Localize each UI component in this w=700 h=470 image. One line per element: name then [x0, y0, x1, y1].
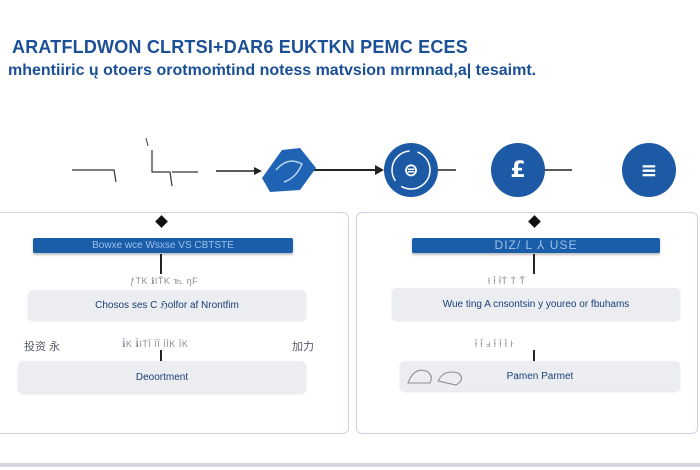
pound-icon: £: [510, 157, 526, 183]
pound-circle: [491, 143, 545, 197]
left-faint-label-top: ƒTK ℹIT̄K ℡ ŋF: [130, 276, 199, 286]
page-subtitle: mhentiiric ų otoers orotmoṁtind notess m…: [8, 62, 537, 79]
sketch-line: [145, 137, 149, 147]
right-card-top: Wue ting A cnsontsin y youreo or fbuhams: [392, 288, 680, 320]
right-header-bar: DIZ/ L ⅄ USE: [412, 238, 660, 253]
left-card-top: Chosos ses C ℌolfor af Nrontfim: [28, 290, 306, 320]
drawing-hand-detail: [275, 160, 303, 183]
compass-icon: ⊜: [403, 159, 419, 181]
right-faint-label-mid: ƚ̄ ƚ̄ ⅎ ƚ̄ ƚ̄ ƚ̄ ŀ: [475, 339, 514, 349]
right-faint-label-top: ƚ ƚ̄ ƚ̄Ṫ Ṫ Ṫ̄: [488, 276, 526, 286]
left-side-label-right: 加力: [292, 341, 314, 353]
left-faint-label-mid: ℹ̄K ℹ̄IṪÏ ÏÏ ÌÌK ÏK: [122, 339, 189, 349]
sketch-line: [72, 169, 117, 183]
flow-arrow-head: [375, 165, 384, 175]
sketch-illustration-icon: [407, 369, 463, 386]
compass-ring: [391, 150, 431, 190]
right-card-bottom-label: Pamen Parmet: [506, 370, 574, 382]
left-header-bar: Bowxe wce Wsxse VS CBTSTE: [33, 238, 293, 253]
flow-arrow-head: [254, 167, 262, 175]
left-connector: [160, 254, 162, 274]
left-connector-lower: [160, 350, 162, 362]
bottom-divider: [0, 463, 700, 467]
right-connector-lower: [533, 350, 535, 362]
list-circle: [622, 143, 676, 197]
right-card-bottom: Pamen Parmet: [400, 361, 680, 391]
left-card-bottom: Deoortment: [18, 361, 306, 393]
drawing-hand-shape: [262, 148, 316, 192]
page-title: ARATFLDWON CLRTSI+DAR6 EUKTKN PEMC ECES: [12, 37, 468, 57]
sketch-line: [151, 150, 198, 187]
list-icon: ≡: [640, 158, 658, 182]
left-side-label: 投资 永: [24, 341, 61, 353]
right-connector: [533, 254, 535, 274]
